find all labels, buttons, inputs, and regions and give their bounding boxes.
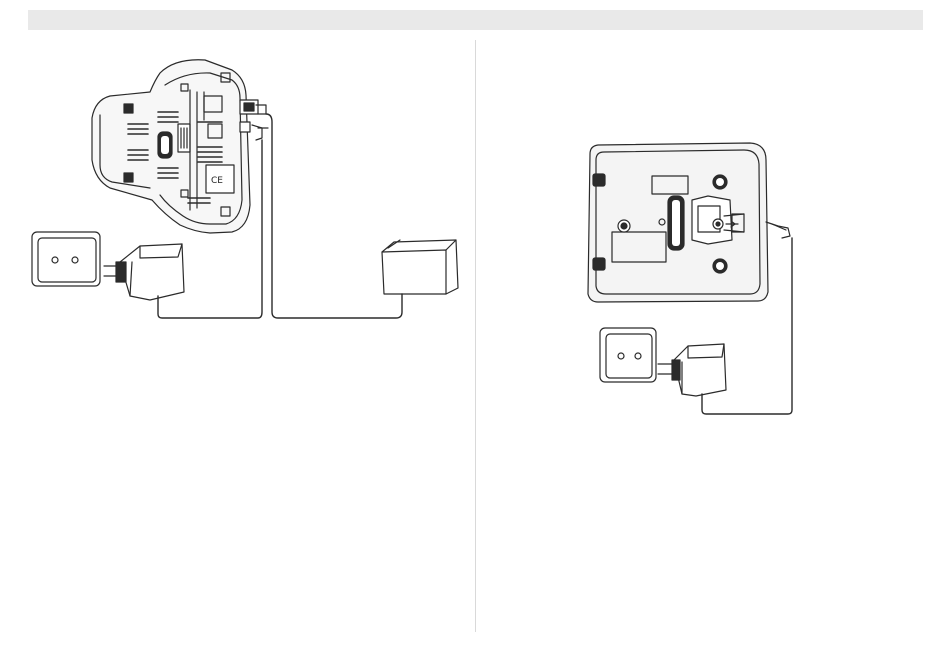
charger-underside xyxy=(588,143,768,302)
base-station-underside: CE xyxy=(92,60,258,233)
phone-line-adapter xyxy=(382,240,458,294)
phone-line-cord xyxy=(266,114,402,318)
base-station-connection-figure: CE xyxy=(0,0,475,660)
power-adapter-left xyxy=(104,244,184,300)
power-adapter-right xyxy=(658,344,726,396)
wall-socket-right xyxy=(600,328,656,382)
dc-plug xyxy=(766,222,790,238)
charger-connection-figure xyxy=(476,0,950,660)
wall-socket-left xyxy=(32,232,100,286)
ce-mark-label: CE xyxy=(211,176,223,186)
